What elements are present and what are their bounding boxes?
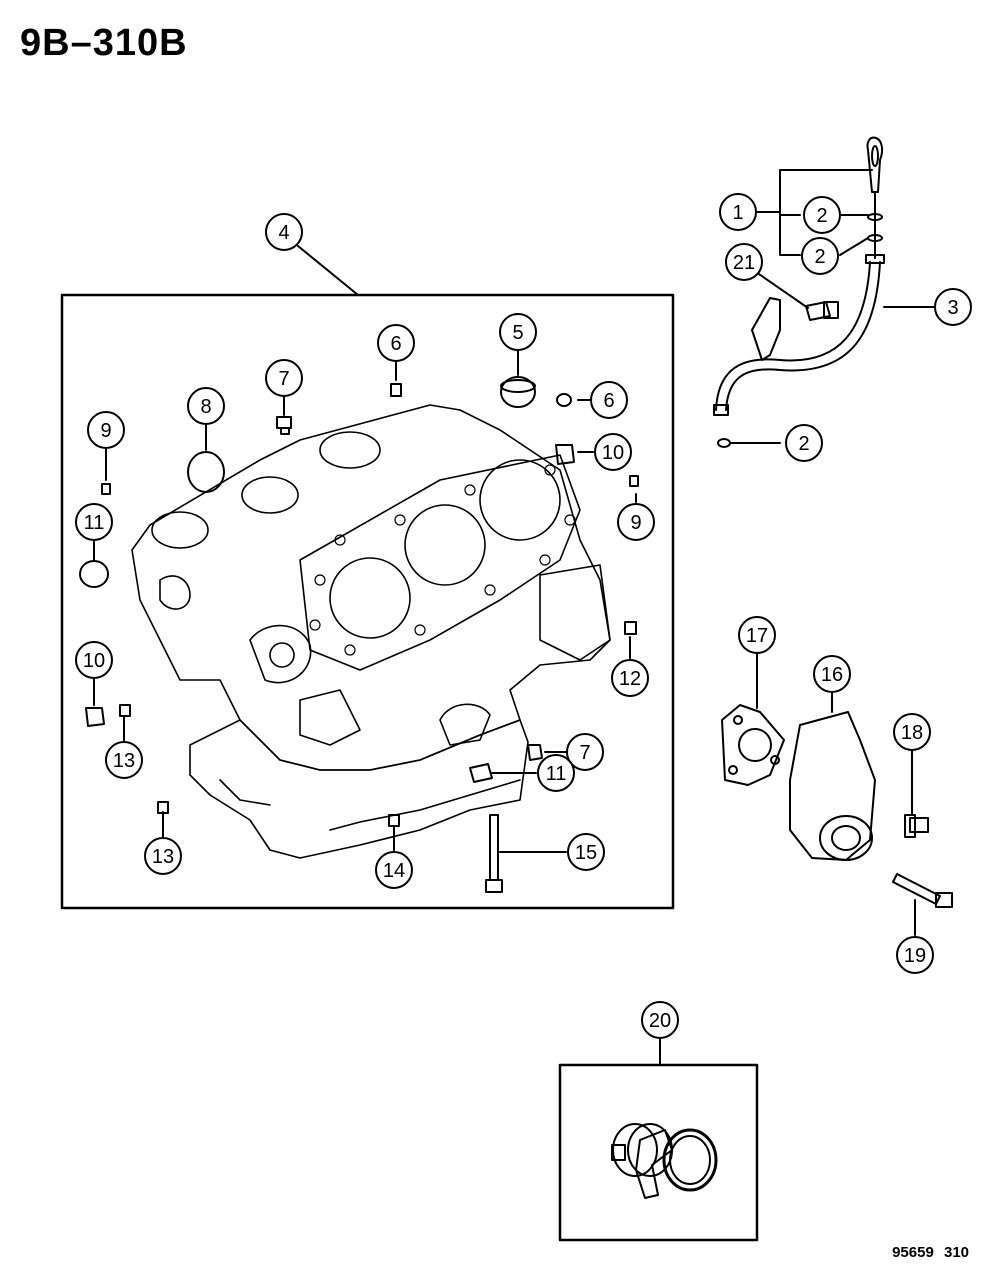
callout-label-1: 1	[732, 202, 743, 224]
core-plug-8	[187, 451, 225, 493]
callout-label-10a: 10	[602, 442, 624, 464]
callout-16	[813, 655, 851, 693]
dowel-6b	[556, 393, 572, 407]
callout-label-19: 19	[904, 945, 926, 967]
dowel-6a	[390, 383, 402, 397]
callout-label-2c: 2	[798, 433, 809, 455]
dowel-12	[624, 621, 637, 635]
dipstick-handle	[866, 136, 884, 193]
page-title: 9B–310B	[20, 22, 188, 64]
o-ring-loose	[717, 438, 731, 448]
callout-1	[719, 193, 757, 231]
o-ring-lower	[867, 234, 883, 242]
plug-11b	[469, 763, 493, 783]
callout-label-7a: 7	[278, 368, 289, 390]
drawing-number: 95659 310	[892, 1244, 969, 1261]
callout-label-17: 17	[746, 625, 768, 647]
core-plug-11a	[79, 560, 109, 588]
callout-label-16: 16	[821, 664, 843, 686]
callout-label-14: 14	[383, 860, 405, 882]
engine-block	[131, 404, 611, 859]
callout-label-21: 21	[733, 252, 755, 274]
callout-label-3: 3	[947, 297, 958, 319]
callout-13b	[144, 837, 182, 875]
callout-label-20: 20	[649, 1010, 671, 1032]
callout-6a	[377, 324, 415, 362]
callout-20	[641, 1001, 679, 1039]
pin-9a	[101, 483, 111, 495]
callout-11b	[537, 754, 575, 792]
seal-kit-parts	[611, 1123, 718, 1199]
bolt-19	[892, 873, 941, 905]
callout-label-9b: 9	[630, 512, 641, 534]
plug-7b	[527, 744, 543, 761]
callout-4	[265, 213, 303, 251]
callout-3	[934, 288, 972, 326]
leader-21	[755, 271, 809, 309]
oil-filter-adapter	[789, 711, 876, 861]
callout-12	[611, 659, 649, 697]
callout-label-11a: 11	[84, 512, 105, 534]
callout-label-6b: 6	[603, 390, 614, 412]
callout-label-6a: 6	[390, 333, 401, 355]
callout-6b	[590, 381, 628, 419]
callout-21	[725, 243, 763, 281]
callouts	[75, 193, 972, 1039]
callout-5	[499, 313, 537, 351]
bracket-bolt	[805, 301, 831, 321]
callout-14	[375, 851, 413, 889]
callout-label-8: 8	[200, 396, 211, 418]
plug-10a	[555, 444, 575, 465]
callout-label-11b: 11	[546, 763, 567, 785]
plug-10b	[85, 707, 105, 727]
callout-2b	[801, 237, 839, 275]
callout-label-10b: 10	[83, 650, 105, 672]
callout-13a	[105, 741, 143, 779]
callout-2c	[785, 424, 823, 462]
bolt-15	[489, 814, 499, 881]
dowel-14	[388, 814, 400, 827]
pin-9b	[629, 475, 639, 487]
dipstick-tube	[715, 261, 871, 411]
callout-7a	[265, 359, 303, 397]
leader-1b	[779, 211, 801, 256]
seal-kit-frame	[558, 1063, 759, 1242]
engine-block-frame	[60, 293, 675, 910]
callout-label-12: 12	[619, 668, 641, 690]
callout-10a	[594, 433, 632, 471]
callout-18	[893, 713, 931, 751]
callout-label-4: 4	[278, 222, 289, 244]
leader-4	[297, 245, 359, 296]
callout-11a	[75, 503, 113, 541]
dowel-13b	[157, 801, 169, 814]
callout-label-2b: 2	[814, 246, 825, 268]
callout-label-13a: 13	[113, 750, 135, 772]
plug-7a	[276, 416, 292, 429]
callout-15	[567, 833, 605, 871]
callout-label-18: 18	[901, 722, 923, 744]
callout-label-9a: 9	[100, 420, 111, 442]
core-plug-5	[500, 376, 536, 408]
dowel-13a	[119, 704, 131, 717]
callout-9a	[87, 411, 125, 449]
callout-7b	[566, 733, 604, 771]
callout-label-5: 5	[512, 322, 523, 344]
callout-2a	[803, 196, 841, 234]
bolt-18	[904, 814, 916, 838]
callout-9b	[617, 503, 655, 541]
callout-label-15: 15	[575, 842, 597, 864]
callout-10b	[75, 641, 113, 679]
leader-1	[754, 169, 873, 213]
callout-label-7b: 7	[579, 742, 590, 764]
callout-label-2a: 2	[816, 205, 827, 227]
tube-bracket	[751, 297, 781, 361]
callout-label-13b: 13	[152, 846, 174, 868]
callout-19	[896, 936, 934, 974]
callout-17	[738, 616, 776, 654]
o-ring-upper	[867, 213, 883, 221]
leader-2b	[839, 237, 869, 256]
callout-8	[187, 387, 225, 425]
